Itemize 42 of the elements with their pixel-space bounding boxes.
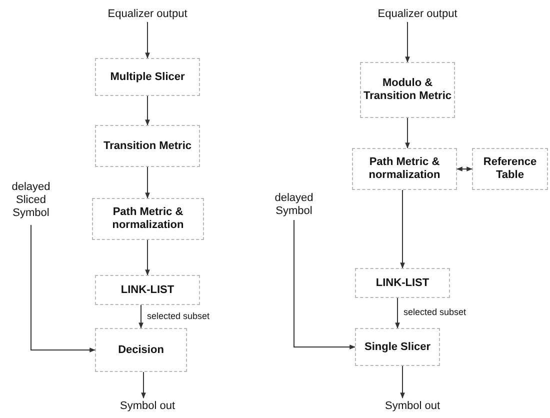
- arrow: [405, 118, 410, 149]
- arrow: [294, 220, 356, 350]
- box-label: Modulo & Transition Metric: [362, 77, 453, 103]
- box-label: Path Metric & normalization: [368, 156, 442, 182]
- box-label: Multiple Slicer: [110, 70, 185, 84]
- arrow: [145, 22, 150, 59]
- arrow: [400, 366, 405, 399]
- process-box: [92, 198, 204, 240]
- box-label: Path Metric & normalization: [111, 206, 185, 232]
- process-box: [352, 148, 457, 190]
- process-box: [95, 328, 187, 372]
- box-label: Transition Metric: [103, 140, 192, 152]
- arrow: [400, 190, 405, 269]
- edge-label: selected subset: [146, 310, 211, 320]
- flow-label: Symbol out: [384, 400, 440, 412]
- box-label: Decision: [118, 344, 164, 356]
- process-box: [355, 268, 450, 298]
- edge-label: selected subset: [402, 307, 468, 317]
- arrow: [145, 166, 150, 199]
- process-box: [95, 58, 200, 96]
- flow-label: Equalizer output: [378, 8, 458, 20]
- flow-label: delayed Symbol: [274, 192, 314, 218]
- process-box: [95, 275, 200, 305]
- arrow: [405, 22, 410, 63]
- box-label: LINK-LIST: [376, 276, 430, 290]
- process-box: [355, 328, 440, 366]
- arrow: [30, 224, 96, 352]
- arrow: [456, 166, 473, 172]
- flow-label: Symbol out: [120, 400, 176, 412]
- process-box: [95, 125, 200, 167]
- arrow: [145, 240, 150, 276]
- box-label: Single Slicer: [364, 340, 431, 354]
- flow-label: Equalizer output: [108, 8, 188, 20]
- arrow: [138, 304, 144, 329]
- process-box: [360, 62, 455, 118]
- flow-label: delayed Sliced Symbol: [10, 180, 52, 220]
- box-label: Reference Table: [482, 156, 538, 182]
- process-box: [472, 148, 548, 190]
- arrow: [145, 96, 150, 126]
- arrow: [141, 372, 146, 399]
- arrow: [395, 298, 400, 329]
- box-label: LINK-LIST: [120, 284, 174, 296]
